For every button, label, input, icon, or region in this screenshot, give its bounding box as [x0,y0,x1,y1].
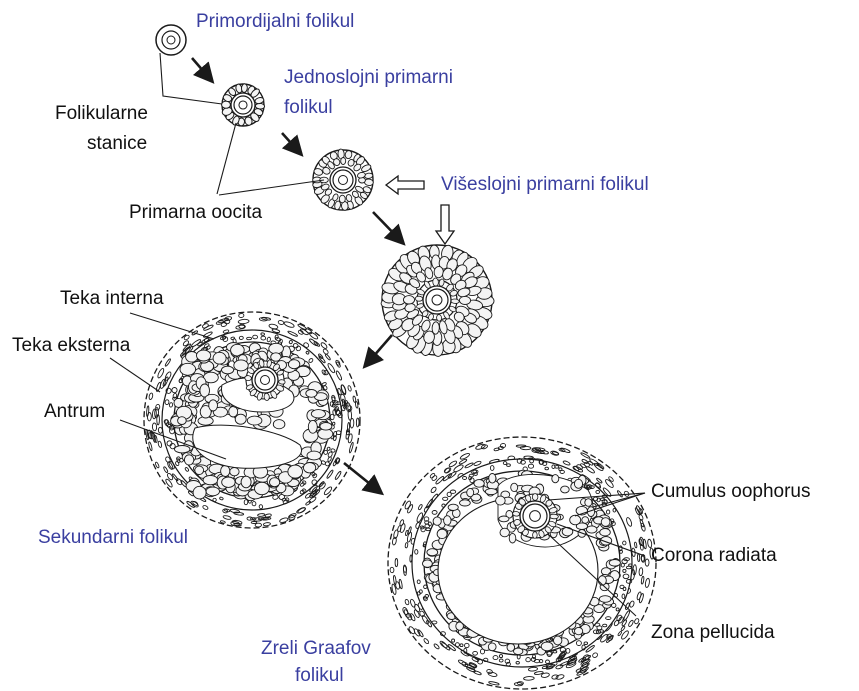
leader-theca-externa [110,358,160,392]
hollow-arrow-left [386,176,424,194]
label-corona-radiata: Corona radiata [651,544,777,568]
label-theca-externa: Teka eksterna [12,334,130,358]
leader-oocyte-1 [217,123,236,194]
label-graafian-line2: folikul [295,664,344,688]
preantral-follicle [381,244,494,356]
label-follicular-cells-line1: Folikularne [55,102,148,126]
primordial-follicle [156,25,186,55]
label-secondary-follicle: Sekundarni folikul [38,526,188,550]
arrow-3 [373,212,402,242]
label-cumulus-oophorus: Cumulus oophorus [651,480,810,504]
graafian-follicle [388,437,656,689]
secondary-follicle [144,312,360,528]
label-unilayer-line2: folikul [284,96,333,120]
leader-follicular-cells [160,53,222,104]
label-theca-interna: Teka interna [60,287,164,311]
unilayer-primary-follicle [221,84,265,127]
label-zona-pellucida: Zona pellucida [651,621,775,645]
label-unilayer-line1: Jednoslojni primarni [284,66,453,90]
hollow-arrow-down [436,205,454,244]
label-multilayer-primary: Višeslojni primarni folikul [441,173,649,197]
arrow-2 [282,133,300,153]
label-primordial-follicle: Primordijalni folikul [196,10,354,34]
leader-oocyte-2 [219,180,324,195]
label-primary-oocyte: Primarna oocita [129,201,262,225]
arrow-5 [344,463,380,492]
multilayer-primary-follicle [312,149,373,211]
arrow-1 [192,58,211,80]
label-antrum: Antrum [44,400,105,424]
arrow-4 [366,335,392,365]
label-graafian-line1: Zreli Graafov [261,637,371,661]
label-follicular-cells-line2: stanice [87,132,147,156]
